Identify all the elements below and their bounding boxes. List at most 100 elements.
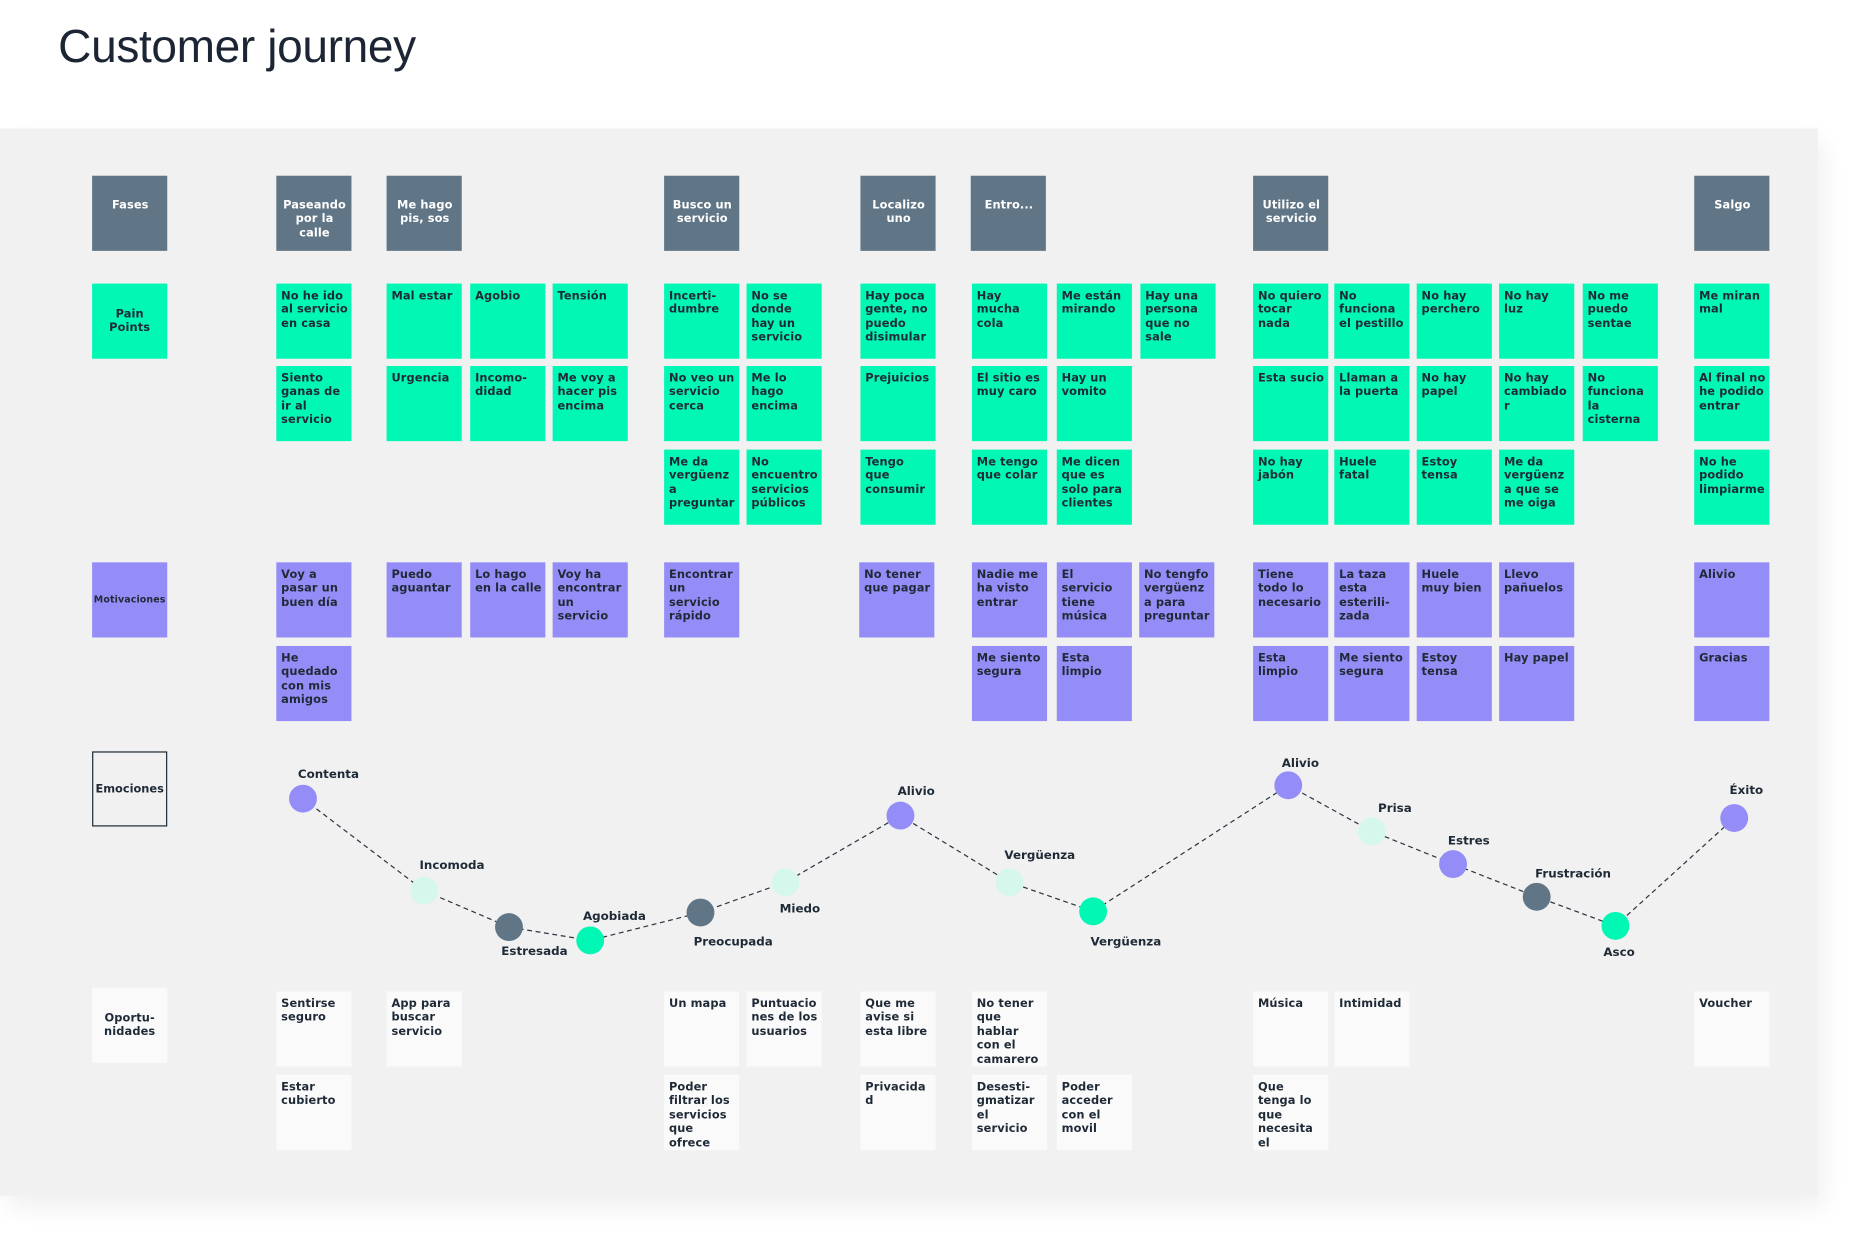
pain-point-note[interactable]: Mal estar xyxy=(386,283,462,359)
motivation-note[interactable]: He quedado con mis amigos xyxy=(276,645,352,722)
opportunity-note[interactable]: Estar cubierto xyxy=(276,1074,352,1151)
opportunity-note[interactable]: Sentirse seguro xyxy=(276,991,352,1067)
pain-point-note[interactable]: No hay papel xyxy=(1416,365,1492,442)
opportunity-note[interactable]: Puntuacio nes de los usuarios xyxy=(746,991,822,1067)
emotion-point[interactable] xyxy=(1079,897,1108,926)
motivation-note[interactable]: El servicio tiene música xyxy=(1056,562,1132,638)
opportunity-note[interactable]: Desesti-gmatizar el servicio xyxy=(971,1074,1048,1151)
pain-point-note[interactable]: Agobio xyxy=(470,283,546,359)
phase-card[interactable]: Utilizo el servicio xyxy=(1253,175,1329,251)
motivation-note[interactable]: Gracias xyxy=(1694,645,1770,722)
motivation-note[interactable]: Me siento segura xyxy=(1334,645,1410,722)
emotion-point[interactable] xyxy=(576,926,605,955)
pain-point-note[interactable]: Me dicen que es solo para clientes xyxy=(1056,449,1132,525)
emotion-point[interactable] xyxy=(1720,804,1749,832)
pain-point-note[interactable]: Hay poca gente, no puedo disimular xyxy=(860,283,936,359)
row-label-pain-points[interactable]: Pain Points xyxy=(92,283,168,359)
phase-card[interactable]: Localizo uno xyxy=(860,175,936,251)
pain-point-note[interactable]: No veo un servicio cerca xyxy=(664,365,740,442)
motivation-note[interactable]: Esta limpio xyxy=(1056,645,1132,722)
motivation-note[interactable]: Estoy tensa xyxy=(1416,645,1492,722)
opportunity-note[interactable]: No tener que hablar con el camarero xyxy=(971,991,1048,1067)
opportunity-note[interactable]: Privacidad xyxy=(860,1074,936,1151)
pain-point-note[interactable]: No he podido limpiarme xyxy=(1694,449,1770,525)
pain-point-note[interactable]: Huele fatal xyxy=(1334,449,1410,525)
phase-card[interactable]: Me hago pis, sos xyxy=(386,175,462,251)
pain-point-note[interactable]: Me tengo que colar xyxy=(971,449,1048,525)
pain-point-note[interactable]: Estoy tensa xyxy=(1416,449,1492,525)
pain-point-note[interactable]: No quiero tocar nada xyxy=(1253,283,1329,359)
pain-point-note[interactable]: Me lo hago encima xyxy=(746,365,822,442)
pain-point-note[interactable]: Al final no he podido entrar xyxy=(1694,365,1770,442)
opportunity-note[interactable]: Música xyxy=(1253,991,1329,1067)
motivation-note[interactable]: Alivio xyxy=(1694,562,1770,638)
row-label-phases[interactable]: Fases xyxy=(92,175,168,251)
motivation-note[interactable]: Me siento segura xyxy=(971,645,1048,722)
pain-point-note[interactable]: No hay perchero xyxy=(1416,283,1492,359)
phase-card[interactable]: Busco un servicio xyxy=(664,175,740,251)
pain-point-note[interactable]: Me da vergüenza que se me oiga xyxy=(1499,449,1575,525)
opportunity-note[interactable]: Poder filtrar los servicios que ofrece xyxy=(664,1074,740,1151)
motivation-note[interactable]: No tengfo vergüenza para preguntar xyxy=(1139,562,1215,638)
pain-point-note[interactable]: No funciona el pestillo xyxy=(1334,283,1410,359)
opportunity-note[interactable]: App para buscar servicio xyxy=(386,991,462,1067)
motivation-note[interactable]: No tener que pagar xyxy=(859,562,935,638)
emotion-point[interactable] xyxy=(1274,771,1303,800)
pain-point-note[interactable]: Esta sucio xyxy=(1253,365,1329,442)
pain-point-note[interactable]: Tensión xyxy=(552,283,628,359)
motivation-note[interactable]: Nadie me ha visto entrar xyxy=(971,562,1048,638)
motivation-note[interactable]: Esta limpio xyxy=(1253,645,1329,722)
phase-card[interactable]: Entro... xyxy=(970,175,1046,251)
pain-point-note[interactable]: Hay mucha cola xyxy=(971,283,1048,359)
pain-point-note[interactable]: Hay una persona que no sale xyxy=(1140,283,1216,359)
emotion-point[interactable] xyxy=(886,801,915,830)
pain-point-note[interactable]: Me voy a hacer pis encima xyxy=(552,365,628,442)
pain-point-note[interactable]: Siento ganas de ir al servicio xyxy=(276,365,352,442)
pain-point-note[interactable]: No se donde hay un servicio xyxy=(746,283,822,359)
motivation-note[interactable]: Voy a pasar un buen día xyxy=(276,562,352,638)
pain-point-note[interactable]: No funciona la cisterna xyxy=(1582,365,1658,442)
pain-point-note[interactable]: Me da vergüenza preguntar xyxy=(664,449,740,525)
emotion-point[interactable] xyxy=(1522,882,1551,911)
pain-point-note[interactable]: Prejuicios xyxy=(860,365,936,442)
pain-point-note[interactable]: Hay un vomito xyxy=(1056,365,1132,442)
motivation-note[interactable]: Llevo pañuelos xyxy=(1499,562,1575,638)
emotion-point[interactable] xyxy=(1601,911,1630,940)
opportunity-note[interactable]: Un mapa xyxy=(664,991,740,1067)
pain-point-note[interactable]: Incomo-didad xyxy=(470,365,546,442)
pain-point-note[interactable]: Incerti-dumbre xyxy=(664,283,740,359)
opportunity-note[interactable]: Voucher xyxy=(1694,991,1770,1067)
motivation-note[interactable]: Lo hago en la calle xyxy=(470,562,546,638)
pain-point-note[interactable]: No he ido al servicio en casa xyxy=(276,283,352,359)
pain-point-note[interactable]: Urgencia xyxy=(386,365,462,442)
pain-point-note[interactable]: No hay luz xyxy=(1499,283,1575,359)
motivation-note[interactable]: Hay papel xyxy=(1499,645,1575,722)
motivation-note[interactable]: La taza esta esterili-zada xyxy=(1334,562,1410,638)
pain-point-note[interactable]: Llaman a la puerta xyxy=(1334,365,1410,442)
pain-point-note[interactable]: No encuentro servicios públicos xyxy=(746,449,822,525)
pain-point-note[interactable]: El sitio es muy caro xyxy=(971,365,1048,442)
emotion-point[interactable] xyxy=(686,898,715,927)
emotion-point[interactable] xyxy=(1439,850,1468,879)
motivation-note[interactable]: Voy ha encontrar un servicio xyxy=(552,562,628,638)
emotion-point[interactable] xyxy=(771,868,800,897)
emotion-point[interactable] xyxy=(495,913,523,942)
row-label-motivations[interactable]: Motivaciones xyxy=(92,562,168,638)
pain-point-note[interactable]: Me miran mal xyxy=(1694,283,1770,359)
motivation-note[interactable]: Encontrar un servicio rápido xyxy=(664,562,740,638)
motivation-note[interactable]: Huele muy bien xyxy=(1416,562,1492,638)
motivation-note[interactable]: Tiene todo lo necesario xyxy=(1253,562,1329,638)
pain-point-note[interactable]: No hay jabón xyxy=(1253,449,1329,525)
emotion-point[interactable] xyxy=(410,876,439,905)
pain-point-note[interactable]: No me puedo sentae xyxy=(1582,283,1658,359)
pain-point-note[interactable]: No hay cambiador xyxy=(1499,365,1575,442)
motivation-note[interactable]: Puedo aguantar xyxy=(386,562,462,638)
opportunity-note[interactable]: Intimidad xyxy=(1334,991,1410,1067)
pain-point-note[interactable]: Me están mirando xyxy=(1056,283,1132,359)
emotion-point[interactable] xyxy=(995,868,1024,897)
opportunity-note[interactable]: Poder acceder con el movil xyxy=(1056,1074,1132,1151)
emotion-point[interactable] xyxy=(1357,817,1386,846)
pain-point-note[interactable]: Tengo que consumir xyxy=(860,449,936,525)
phase-card[interactable]: Salgo xyxy=(1694,175,1770,251)
